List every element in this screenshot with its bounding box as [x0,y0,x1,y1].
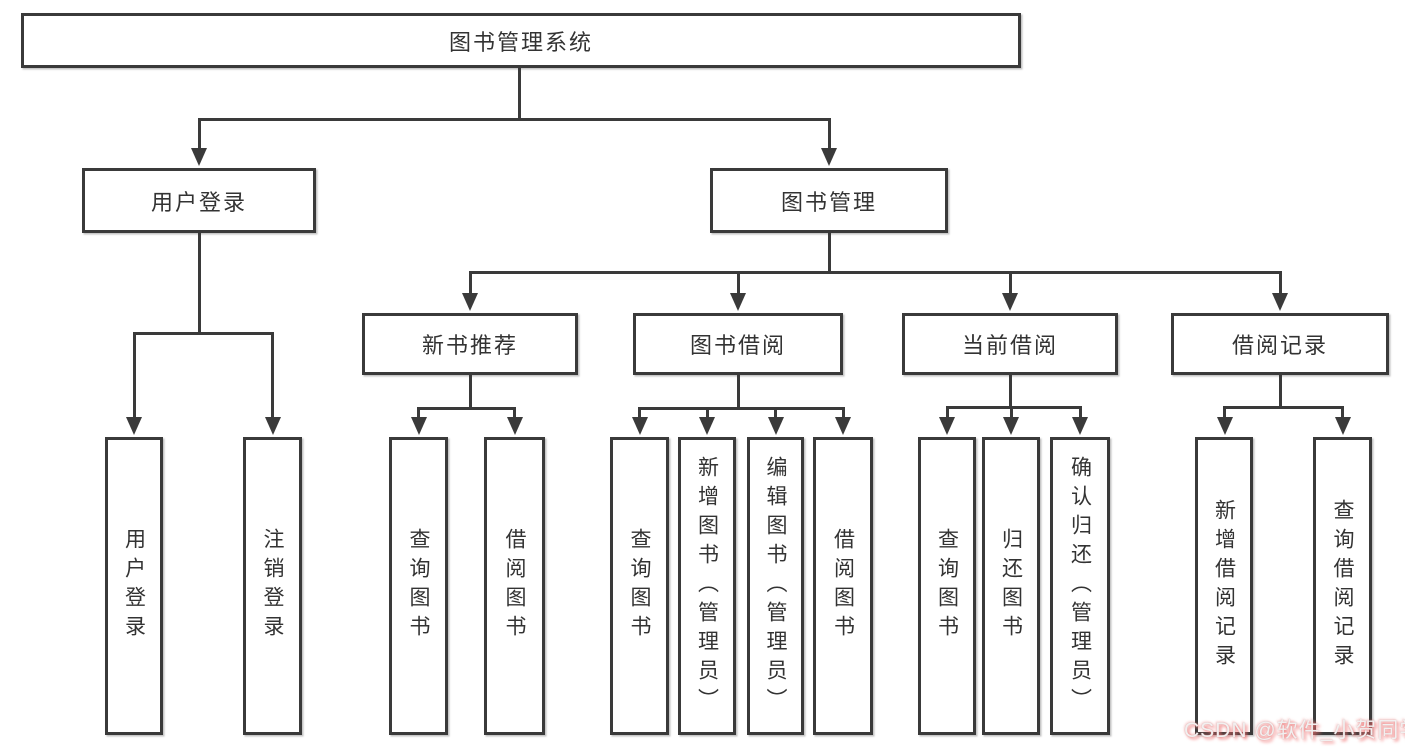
arrowhead-icon [699,417,715,435]
node-leaf-logout-label: 注销登录 [261,528,284,644]
arrowhead-icon [1002,293,1018,311]
edge-line-vertical [513,408,516,421]
edge-line-vertical [705,408,709,421]
arrowhead-icon [835,417,851,435]
node-leaf-borrow-book-2: 借阅图书 [813,437,873,735]
node-leaf-query-record: 查询借阅记录 [1313,437,1372,735]
node-current-borrow-label: 当前借阅 [961,333,1058,358]
node-leaf-query-book-2: 查询图书 [610,437,669,735]
arrowhead-icon [191,148,207,166]
node-leaf-query-book-2-label: 查询图书 [628,528,651,644]
node-book-borrow-label: 图书借阅 [689,333,786,358]
edge-line-horizontal [638,406,845,410]
node-leaf-return-book-label: 归还图书 [999,528,1023,644]
arrowhead-icon [264,417,281,435]
node-leaf-return-book: 归还图书 [982,437,1040,735]
edge-line-vertical [197,119,201,152]
node-new-book-rec: 新书推荐 [362,313,578,375]
edge-line-vertical [468,375,472,408]
node-leaf-user-login-label: 用户登录 [122,528,146,644]
node-leaf-add-record-label: 新增借阅记录 [1212,499,1236,673]
edge-line-vertical [1009,407,1013,421]
node-leaf-confirm-return-label: 确认归还（管理员） [1068,455,1092,717]
edge-line-horizontal [468,270,1282,274]
node-user-login: 用户登录 [82,168,316,233]
node-leaf-query-book-3-label: 查询图书 [935,528,959,644]
node-current-borrow: 当前借阅 [902,313,1118,375]
arrowhead-icon [1003,417,1019,435]
edge-line-vertical [1278,375,1282,407]
node-leaf-add-book: 新增图书（管理员） [678,437,736,735]
edge-line-horizontal [197,117,831,121]
node-leaf-query-book-1-label: 查询图书 [407,528,430,644]
edge-line-horizontal [1223,405,1344,409]
arrowhead-icon [939,417,955,435]
node-root: 图书管理系统 [21,13,1021,68]
arrowhead-icon [821,148,837,166]
node-leaf-add-book-label: 新增图书（管理员） [695,455,719,717]
edge-line-vertical [638,408,641,421]
arrowhead-icon [1272,293,1288,311]
node-leaf-add-record: 新增借阅记录 [1195,437,1253,735]
edge-line-vertical [827,119,831,152]
arrowhead-icon [1334,417,1351,435]
arrowhead-icon [126,417,142,435]
arrowhead-icon [1072,417,1088,435]
arrowhead-icon [767,417,784,435]
node-book-borrow: 图书借阅 [633,313,843,375]
csdn-watermark: CSDN @软件_小贺同学 [1184,719,1405,742]
node-leaf-borrow-book-1-label: 借阅图书 [503,528,526,644]
node-borrow-record: 借阅记录 [1171,313,1389,375]
edge-line-vertical [1008,272,1012,297]
node-leaf-logout: 注销登录 [243,437,302,735]
edge-line-vertical [1078,407,1082,421]
arrowhead-icon [506,417,523,435]
edge-line-vertical [271,333,274,421]
node-user-login-label: 用户登录 [150,189,247,215]
node-leaf-edit-book-label: 编辑图书（管理员） [764,455,787,717]
node-borrow-record-label: 借阅记录 [1231,333,1328,358]
arrowhead-icon [730,293,746,311]
node-book-mgmt: 图书管理 [710,168,948,233]
edge-line-vertical [132,333,136,421]
node-new-book-rec-label: 新书推荐 [421,333,518,358]
edge-line-vertical [517,68,521,119]
edge-line-vertical [945,407,949,421]
edge-line-vertical [827,233,831,272]
edge-line-vertical [1223,407,1226,421]
edge-line-vertical [736,272,740,297]
arrowhead-icon [1216,417,1233,435]
edge-line-vertical [774,408,777,421]
edge-line-horizontal [132,331,274,335]
edge-line-vertical [1341,407,1344,421]
edge-line-vertical [417,408,420,421]
node-book-mgmt-label: 图书管理 [780,189,877,215]
node-leaf-query-book-3: 查询图书 [918,437,976,735]
arrowhead-icon [410,417,427,435]
node-leaf-user-login: 用户登录 [105,437,163,735]
arrowhead-icon [462,293,478,311]
node-leaf-query-record-label: 查询借阅记录 [1331,499,1354,673]
arrowhead-icon [631,417,648,435]
node-leaf-borrow-book-2-label: 借阅图书 [831,528,855,644]
edge-line-horizontal [945,405,1082,409]
node-leaf-edit-book: 编辑图书（管理员） [747,437,804,735]
edge-line-vertical [736,375,740,408]
edge-line-vertical [841,408,845,421]
edge-line-horizontal [417,406,516,410]
edge-line-vertical [1008,375,1012,407]
node-leaf-query-book-1: 查询图书 [389,437,448,735]
node-leaf-confirm-return: 确认归还（管理员） [1050,437,1110,735]
node-leaf-borrow-book-1: 借阅图书 [484,437,545,735]
edge-line-vertical [1278,272,1282,297]
edge-line-vertical [468,272,472,297]
node-root-label: 图书管理系统 [448,29,593,55]
edge-line-vertical [197,233,201,333]
